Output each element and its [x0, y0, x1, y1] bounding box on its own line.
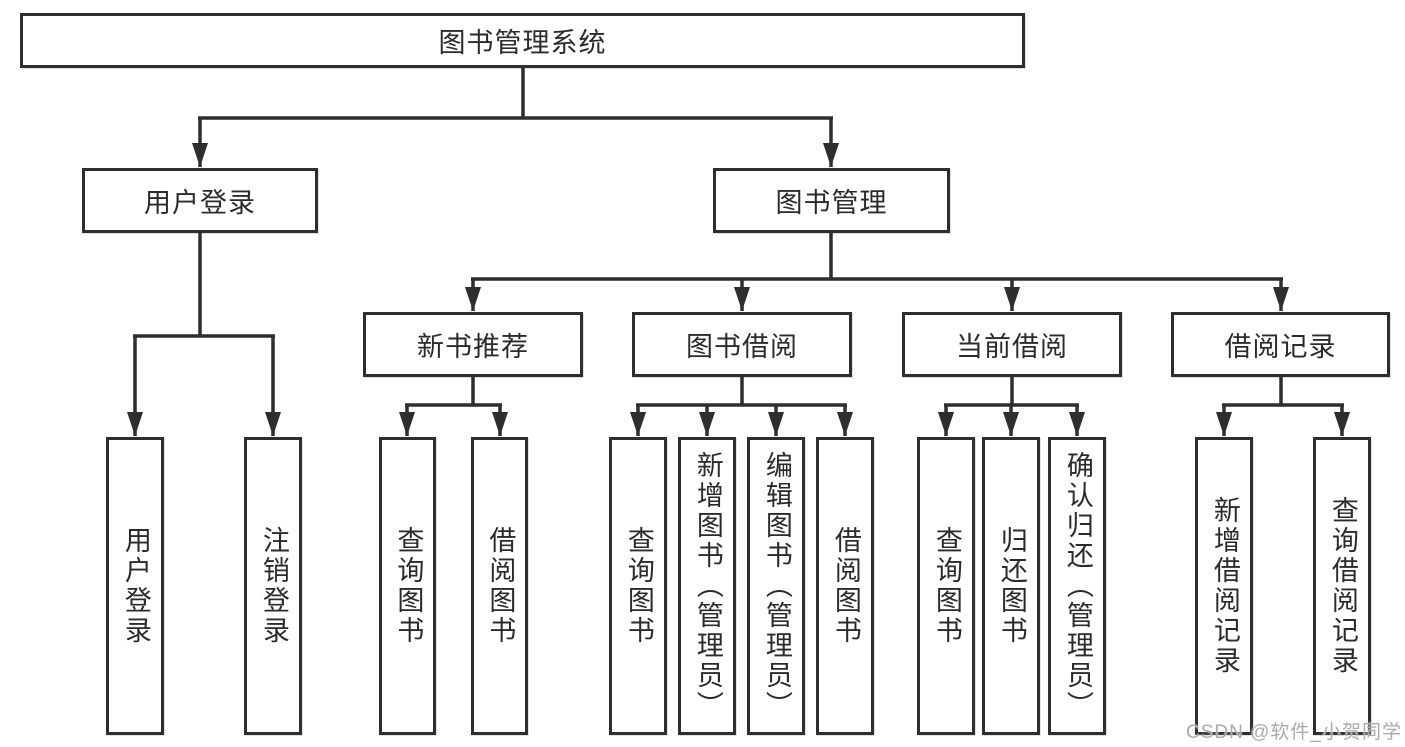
leaf-edit-books-admin-label: 编辑图书（管理员）: [761, 451, 792, 721]
leaf-add-borrowing-record-label: 新增借阅记录: [1209, 496, 1240, 676]
leaf-borrow-books: 借阅图书: [816, 437, 874, 735]
node-current-borrowing: 当前借阅: [902, 312, 1122, 377]
node-new-book-recommendation: 新书推荐: [363, 312, 583, 377]
csdn-watermark: CSDN @软件_小贺同学: [1186, 722, 1402, 743]
leaf-user-login: 用户登录: [106, 437, 164, 735]
leaf-logout: 注销登录: [244, 437, 302, 735]
leaf-borrow-books-label: 借阅图书: [830, 526, 861, 646]
leaf-query-books-borrowing: 查询图书: [609, 437, 667, 735]
leaf-user-login-label: 用户登录: [120, 526, 151, 646]
leaf-query-books-current: 查询图书: [917, 437, 975, 735]
leaf-confirm-return-admin-label: 确认归还（管理员）: [1062, 451, 1093, 721]
leaf-add-books-admin: 新增图书（管理员）: [678, 437, 736, 735]
leaf-query-borrowing-record: 查询借阅记录: [1313, 437, 1371, 735]
leaf-edit-books-admin: 编辑图书（管理员）: [747, 437, 805, 735]
leaf-query-books-current-label: 查询图书: [931, 526, 962, 646]
leaf-borrow-books-recommendation-label: 借阅图书: [485, 526, 516, 646]
leaf-logout-label: 注销登录: [258, 526, 289, 646]
leaf-query-books-recommendation: 查询图书: [379, 437, 436, 735]
leaf-query-books-borrowing-label: 查询图书: [623, 526, 654, 646]
leaf-query-books-recommendation-label: 查询图书: [393, 526, 424, 646]
node-library-management-system: 图书管理系统: [20, 13, 1025, 68]
leaf-query-borrowing-record-label: 查询借阅记录: [1327, 496, 1358, 676]
node-borrowing-records: 借阅记录: [1171, 312, 1390, 377]
node-book-borrowing: 图书借阅: [632, 312, 852, 377]
leaf-return-books: 归还图书: [982, 437, 1040, 735]
leaf-borrow-books-recommendation: 借阅图书: [471, 437, 528, 735]
leaf-confirm-return-admin: 确认归还（管理员）: [1048, 437, 1106, 735]
node-book-management: 图书管理: [713, 168, 950, 233]
node-user-login: 用户登录: [82, 168, 318, 233]
leaf-return-books-label: 归还图书: [996, 526, 1027, 646]
leaf-add-books-admin-label: 新增图书（管理员）: [692, 451, 723, 721]
leaf-add-borrowing-record: 新增借阅记录: [1195, 437, 1253, 735]
